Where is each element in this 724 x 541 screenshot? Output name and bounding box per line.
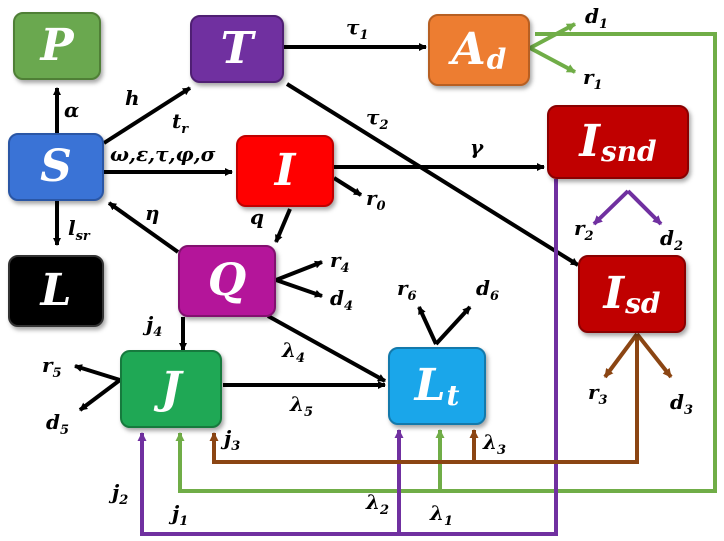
label-d5: d5 [46, 410, 70, 438]
label-lambda5: λ5 [290, 392, 314, 420]
node-lt-label: L [414, 360, 446, 411]
label-lsr: lsr [68, 216, 90, 244]
label-r2: r2 [574, 216, 594, 244]
node-isnd-label: I [579, 116, 600, 167]
node-ad-label: A [451, 24, 486, 75]
label-tr: tr [172, 109, 189, 137]
label-omega: ω,ε,τ,φ,σ [110, 142, 216, 166]
arrow-t-to-isd [285, 82, 580, 267]
node-p-label: P [40, 20, 74, 71]
arrow-lt-to-d6 [434, 305, 472, 346]
label-d3: d3 [670, 390, 694, 418]
arrow-j-to-r5 [74, 364, 121, 382]
label-lambda4: λ4 [282, 338, 306, 366]
label-d1: d1 [585, 4, 609, 32]
label-j4: j4 [146, 312, 163, 340]
node-j: J [120, 350, 222, 428]
label-d4: d4 [330, 286, 354, 314]
node-s: S [8, 133, 104, 201]
arrow-q-to-d4 [275, 278, 323, 298]
label-r3: r3 [588, 380, 608, 408]
label-lambda3: λ3 [483, 430, 507, 458]
label-alpha: α [64, 98, 80, 122]
label-r6: r6 [397, 276, 417, 304]
label-r4: r4 [330, 248, 350, 276]
label-r5: r5 [42, 353, 62, 381]
label-j3: j3 [224, 426, 241, 454]
node-l: L [8, 255, 104, 327]
node-isd-label: I [603, 268, 625, 319]
node-l-label: L [40, 265, 72, 316]
node-s-label: S [40, 141, 72, 192]
node-lt-sub: t [446, 379, 460, 412]
arrow-q-to-lt [267, 314, 386, 383]
node-j-label: J [160, 363, 182, 414]
node-i-label: I [274, 145, 296, 196]
node-p: P [13, 12, 101, 80]
label-d6: d6 [476, 276, 500, 304]
arrow-lt-to-r6 [417, 306, 438, 345]
node-i: I [236, 135, 334, 207]
label-eta: η [145, 201, 160, 225]
node-q: Q [178, 245, 276, 317]
arrow-j-to-d5 [78, 378, 122, 412]
node-isd-sub: sd [625, 287, 661, 320]
arrow-s-to-t [102, 86, 192, 145]
arrow-isd-to-d3 [635, 332, 673, 379]
arrow-ad-to-r1 [529, 46, 576, 74]
arrow-isd-to-r3 [603, 332, 639, 379]
label-r1: r1 [583, 65, 603, 93]
label-d2: d2 [660, 226, 684, 254]
label-j2: j2 [112, 480, 129, 508]
label-h: h [125, 86, 140, 110]
node-t: T [190, 15, 284, 83]
label-lambda2: λ2 [366, 490, 390, 518]
arrow-ad-to-j [175, 32, 717, 493]
label-tau2: τ2 [366, 105, 389, 133]
arrow-isnd-to-r2 [592, 189, 630, 226]
label-j1: j1 [172, 501, 189, 529]
arrow-isnd-to-d2 [626, 189, 663, 226]
label-tau1: τ1 [346, 15, 369, 43]
node-ad-sub: d [486, 43, 507, 76]
label-q: q [250, 205, 264, 229]
node-q-label: Q [207, 255, 247, 306]
arrow-isnd-to-j [137, 179, 558, 536]
arrow-isd-to-j [209, 334, 639, 464]
label-gamma: γ [470, 135, 484, 159]
arrow-q-to-r4 [275, 260, 323, 282]
arrow-i-to-q [274, 208, 292, 243]
node-t-label: T [220, 23, 254, 74]
label-r0: r0 [366, 186, 386, 214]
node-isnd-sub: snd [600, 135, 657, 168]
arrow-i-to-r0 [332, 176, 363, 197]
arrow-q-to-s [107, 201, 180, 254]
label-lambda1: λ1 [430, 501, 454, 529]
